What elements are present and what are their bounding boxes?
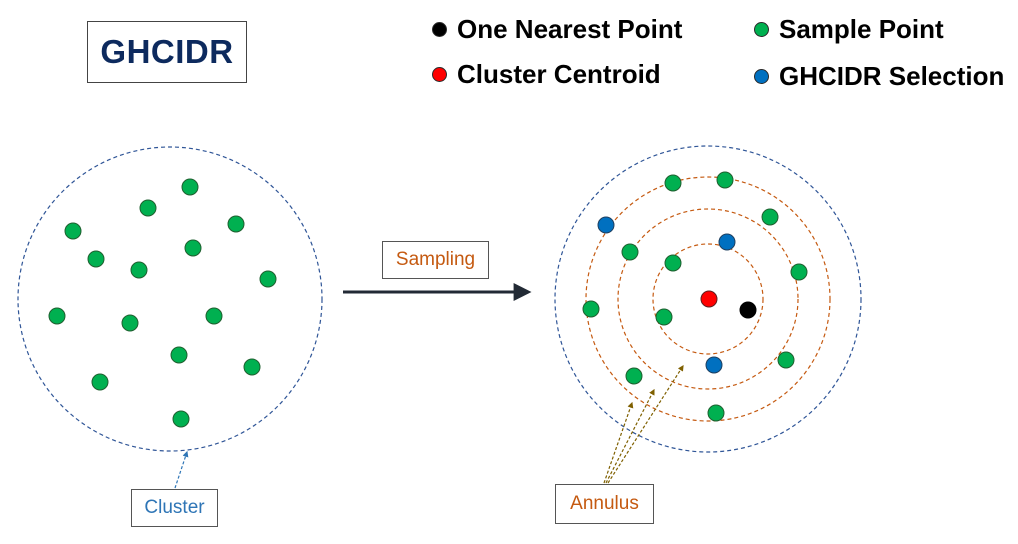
- cluster-label: Cluster: [144, 497, 205, 518]
- annulus-ring-outer: [585, 176, 831, 422]
- legend-label-ghcidr-selection: GHCIDR Selection: [779, 61, 1005, 91]
- ghcidr-selection-point: [718, 233, 736, 251]
- sample-point: [707, 404, 725, 422]
- one-nearest-point: [739, 301, 757, 319]
- page-title: GHCIDR: [100, 33, 234, 70]
- blue-dot-icon: [754, 69, 769, 84]
- ghcidr-selection-point: [705, 356, 723, 374]
- ghcidr-selection-point: [597, 216, 615, 234]
- annulus-label-box: Annulus: [555, 484, 654, 524]
- sample-point: [716, 171, 734, 189]
- sample-point: [130, 261, 148, 279]
- sample-point: [121, 314, 139, 332]
- left-sample-points: [48, 178, 277, 428]
- sample-point: [139, 199, 157, 217]
- cluster-outline-right: [554, 145, 862, 453]
- legend-item-one-nearest-point: One Nearest Point: [432, 14, 682, 45]
- legend-label-one-nearest-point: One Nearest Point: [457, 14, 683, 44]
- legend-item-cluster-centroid: Cluster Centroid: [432, 59, 661, 90]
- sample-point: [181, 178, 199, 196]
- sample-point: [582, 300, 600, 318]
- sample-point: [64, 222, 82, 240]
- black-dot-icon: [432, 22, 447, 37]
- cluster-centroid-point: [700, 290, 718, 308]
- legend-item-ghcidr-selection: GHCIDR Selection: [754, 61, 1004, 92]
- sample-point: [621, 243, 639, 261]
- sample-point: [227, 215, 245, 233]
- sample-point: [205, 307, 223, 325]
- sample-point: [91, 373, 109, 391]
- annulus-ring-middle: [617, 208, 799, 390]
- annulus-arrow: [603, 401, 634, 484]
- annulus-arrows: [603, 364, 684, 484]
- sample-point: [777, 351, 795, 369]
- right-sample-points: [582, 171, 808, 422]
- sample-point: [664, 254, 682, 272]
- sample-point: [48, 307, 66, 325]
- sampling-label: Sampling: [395, 249, 476, 270]
- title-box: GHCIDR: [87, 21, 247, 83]
- sample-point: [184, 239, 202, 257]
- cluster-arrow: [174, 450, 189, 489]
- sample-point: [170, 346, 188, 364]
- sample-point: [625, 367, 643, 385]
- annulus-arrow: [607, 364, 684, 484]
- cluster-outline: [17, 146, 323, 452]
- sample-point: [87, 250, 105, 268]
- annulus-ring-inner: [652, 243, 764, 355]
- sample-point: [790, 263, 808, 281]
- green-dot-icon: [754, 22, 769, 37]
- sample-point: [243, 358, 261, 376]
- sample-point: [655, 308, 673, 326]
- red-dot-icon: [432, 67, 447, 82]
- cluster-label-box: Cluster: [131, 489, 218, 527]
- sample-point: [172, 410, 190, 428]
- legend-label-cluster-centroid: Cluster Centroid: [457, 59, 661, 89]
- sampling-label-box: Sampling: [382, 241, 489, 279]
- sample-point: [664, 174, 682, 192]
- sample-point: [761, 208, 779, 226]
- annulus-label: Annulus: [570, 493, 639, 514]
- sample-point: [259, 270, 277, 288]
- legend-label-sample-point: Sample Point: [779, 14, 944, 44]
- ghcidr-selection-points: [597, 216, 736, 374]
- annulus-arrow: [605, 388, 655, 484]
- legend-item-sample-point: Sample Point: [754, 14, 944, 45]
